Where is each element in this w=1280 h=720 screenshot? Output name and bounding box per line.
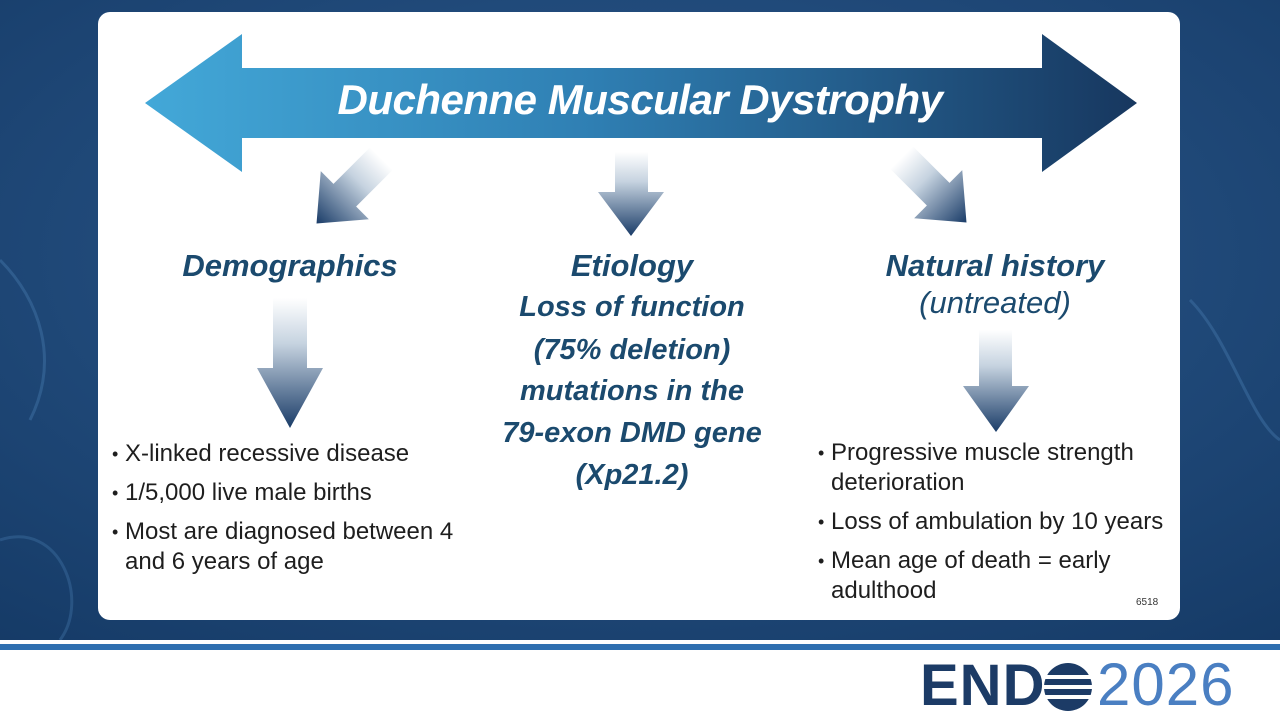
divider [0, 644, 1280, 650]
list-item: Mean age of death = early adulthood [818, 546, 1178, 606]
diagram-title: Duchenne Muscular Dystrophy [337, 76, 943, 123]
list-item: X-linked recessive disease [112, 439, 482, 469]
list-item: Most are diagnosed between 4 and 6 years… [112, 517, 482, 577]
list-item: Loss of ambulation by 10 years [818, 507, 1178, 537]
arrow-to-natural-history [890, 146, 967, 223]
etiology-heading: Etiology [570, 248, 694, 283]
slide-code: 6518 [1136, 597, 1159, 608]
logo-year: 2026 [1097, 651, 1235, 718]
etiology-line: 79-exon DMD gene [502, 417, 762, 449]
list-item: 1/5,000 live male births [112, 478, 482, 508]
demographics-list: X-linked recessive disease 1/5,000 live … [112, 439, 482, 586]
logo-brand-text: END [920, 653, 1046, 718]
demographics-heading: Demographics [182, 248, 398, 283]
etiology-line: (75% deletion) [533, 334, 731, 366]
divider [0, 640, 1280, 644]
etiology-line: mutations in the [520, 375, 744, 407]
double-headed-arrow [145, 34, 1137, 172]
etiology-line: Loss of function [519, 291, 745, 323]
natural-history-subheading: (untreated) [919, 285, 1071, 320]
arrow-to-demographics [316, 147, 393, 224]
etiology-line: (Xp21.2) [575, 459, 689, 491]
arrow-down-natural-history [963, 330, 1029, 432]
natural-history-list: Progressive muscle strength deterioratio… [818, 438, 1178, 615]
arrow-down-demographics [257, 298, 323, 428]
natural-history-heading: Natural history [885, 248, 1105, 283]
list-item: Progressive muscle strength deterioratio… [818, 438, 1178, 498]
globe-icon [1042, 663, 1094, 711]
arrow-to-etiology [598, 152, 664, 236]
